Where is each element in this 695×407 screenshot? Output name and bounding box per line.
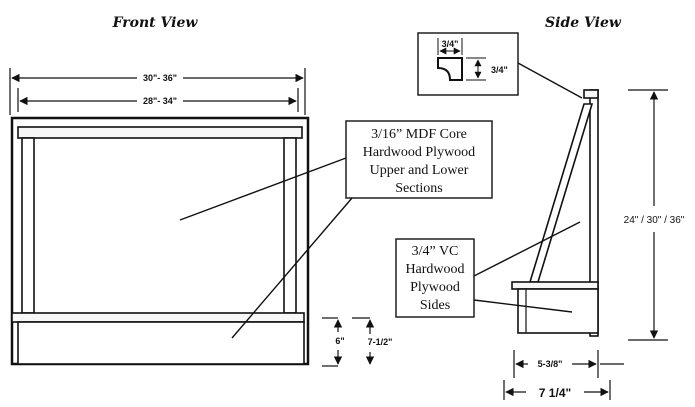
side-view bbox=[503, 89, 668, 400]
core-callout: 3/16” MDF Core Hardwood Plywood Upper an… bbox=[179, 120, 493, 339]
core-callout-line-4: Sections bbox=[395, 181, 442, 196]
core-callout-line-3: Upper and Lower bbox=[370, 163, 469, 178]
left-post bbox=[21, 137, 35, 314]
base-depth-label: 7 1/4" bbox=[539, 386, 571, 400]
core-callout-line-2: Hardwood Plywood bbox=[363, 145, 475, 160]
core-callout-line-1: 3/16” MDF Core bbox=[371, 127, 467, 142]
profile-shape bbox=[437, 57, 463, 81]
sides-callout-line-2: Hardwood bbox=[405, 262, 464, 277]
overall-width-label: 30"- 36" bbox=[143, 73, 177, 83]
front-view-title: Front View bbox=[112, 15, 199, 31]
profile-height-label: 3/4" bbox=[491, 65, 508, 75]
sides-callout: 3/4” VC Hardwood Plywood Sides bbox=[395, 221, 581, 318]
profile-detail-box bbox=[417, 32, 519, 96]
sides-callout-line-4: Sides bbox=[420, 298, 450, 313]
sides-callout-line-3: Plywood bbox=[410, 280, 460, 295]
sides-callout-box bbox=[395, 238, 475, 318]
shelf-height-dims bbox=[322, 317, 375, 367]
right-post bbox=[283, 137, 297, 314]
sides-callout-line-1: 3/4” VC bbox=[412, 244, 459, 259]
profile-width-label: 3/4" bbox=[442, 39, 459, 49]
side-view-title: Side View bbox=[545, 15, 622, 31]
shelf-height-label: 6" bbox=[335, 336, 344, 346]
shelf-offset-label: 7-1/2" bbox=[368, 337, 393, 347]
core-callout-box bbox=[345, 120, 493, 199]
side-top-cap bbox=[583, 89, 599, 99]
lower-shelf-box bbox=[17, 321, 305, 365]
front-view bbox=[9, 68, 310, 366]
shelf-depth-label: 5-3/8" bbox=[538, 359, 563, 369]
lower-shelf-lip bbox=[11, 312, 305, 323]
total-height-label: 24" / 30" / 36" bbox=[624, 215, 685, 226]
side-shelf-box bbox=[517, 288, 599, 334]
side-slanted-panel bbox=[528, 103, 594, 283]
side-shelf-lip bbox=[511, 281, 599, 290]
top-rail bbox=[17, 126, 303, 139]
inner-width-label: 28"- 34" bbox=[143, 96, 177, 106]
profile-detail bbox=[417, 32, 583, 99]
